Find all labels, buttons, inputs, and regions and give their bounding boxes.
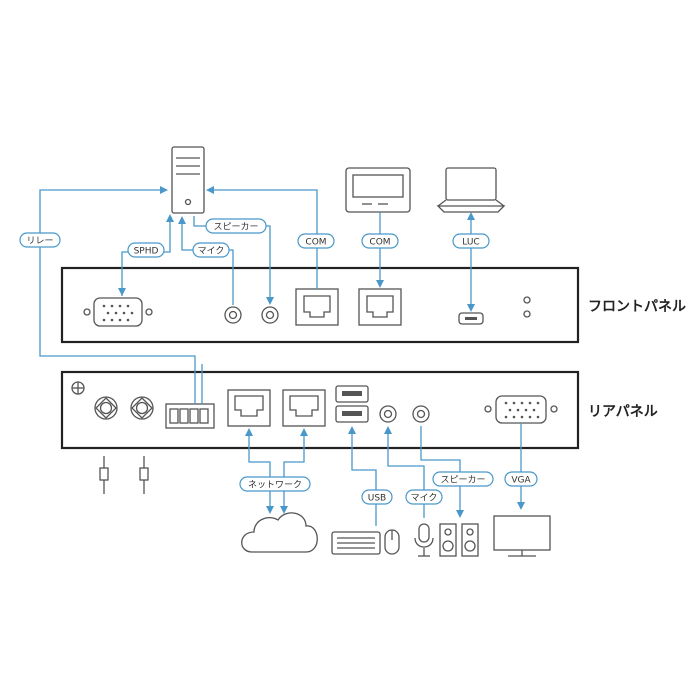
svg-text:リレー: リレー [26,237,53,247]
rear-coax-port-left [94,396,118,420]
terminal-monitor-icon [345,167,411,213]
front-speaker-jack [261,306,279,324]
rear-panel [60,370,580,450]
svg-text:マイク: マイク [198,246,225,257]
relay-terminal-block [165,403,215,429]
svg-text:VGA: VGA [511,476,531,486]
front-com-port-right [358,288,402,326]
vga-label: VGA [504,471,538,487]
svg-text:マイク: マイク [411,493,438,504]
front-com-left-wire [212,189,318,289]
rear-panel-title: リアパネル [588,404,658,420]
display-icon [493,515,551,557]
front-panel [60,266,580,344]
rear-speaker-label: スピーカー [432,471,494,487]
rear-network-port-right [282,389,326,427]
svg-text:SPHD: SPHD [134,247,159,257]
front-speaker-label: スピーカー [205,218,267,234]
luc-label: LUC [452,233,490,249]
network-label: ネットワーク [239,476,311,492]
rear-usb-ports [335,385,369,423]
svg-text:ネットワーク: ネットワーク [248,480,302,491]
svg-text:スピーカー: スピーカー [213,222,258,233]
rear-mic-jack [379,405,397,423]
microphone-icon [414,523,434,557]
rear-coax-port-right [130,396,154,420]
cloud-icon [241,512,318,553]
ground-icon [71,381,85,395]
front-mic-jack [224,306,242,324]
audio-plug-icon [99,456,149,494]
relay-wire [39,189,196,404]
speaker-icon [439,523,479,557]
usb-label: USB [361,489,393,505]
rear-mic-label: マイク [405,489,443,505]
computer-tower-icon [171,146,205,214]
mouse-icon [384,529,400,555]
front-panel-title: フロントパネル [588,299,686,315]
relay-label: リレー [19,232,61,248]
svg-text:LUC: LUC [462,238,479,248]
front-mic-label: マイク [192,242,230,258]
front-com-right-label: COM [361,233,399,249]
sphd-port [83,297,153,327]
rear-speaker-jack [412,405,430,423]
svg-text:COM: COM [305,238,326,248]
svg-text:スピーカー: スピーカー [440,475,485,486]
front-led-indicators [523,296,531,318]
laptop-icon [436,167,506,213]
front-com-left-label: COM [297,233,335,249]
rear-network-port-left [227,389,271,427]
svg-text:USB: USB [368,494,386,504]
svg-text:COM: COM [369,238,390,248]
keyboard-icon [331,531,381,555]
luc-port [458,312,484,325]
sphd-label: SPHD [127,242,165,258]
